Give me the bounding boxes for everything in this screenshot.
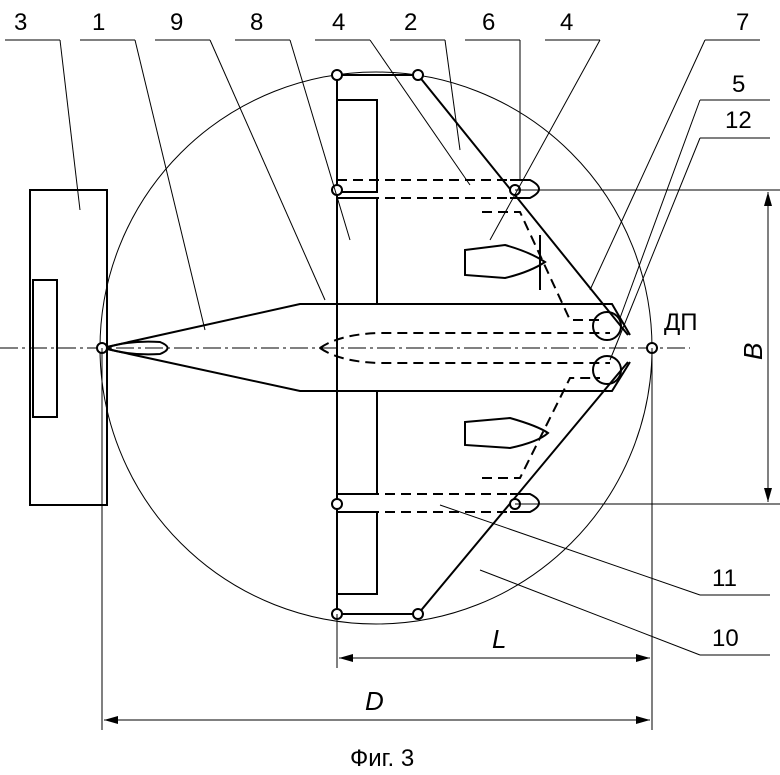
leader-lines <box>5 39 770 656</box>
wing <box>336 74 629 615</box>
label-8: 8 <box>250 9 263 36</box>
label-4: 4 <box>332 9 345 36</box>
part-3-inner <box>32 279 58 418</box>
dim-B-label: B <box>738 343 768 360</box>
wing-panel-8 <box>336 197 378 305</box>
dimension-lines <box>101 189 780 730</box>
rotor-12-upper <box>592 311 622 341</box>
nose-fairing <box>101 340 169 356</box>
wing-panel-upper <box>336 99 378 193</box>
dim-L-label: L <box>492 624 506 654</box>
label-4b: 4 <box>560 9 573 36</box>
rotor-12-lower <box>592 355 622 385</box>
inner-body <box>319 332 610 364</box>
label-9: 9 <box>170 9 183 36</box>
engine-upper <box>464 235 547 290</box>
label-5: 5 <box>732 71 745 98</box>
label-7: 7 <box>736 9 749 36</box>
figure-caption: Фиг. 3 <box>350 745 414 772</box>
label-dp: ДП <box>664 309 698 336</box>
label-2: 2 <box>404 9 417 36</box>
boom-tip-lower <box>510 493 540 513</box>
dashed-struts <box>482 211 600 479</box>
fuselage <box>101 303 631 392</box>
label-3: 3 <box>14 9 27 36</box>
label-12: 12 <box>725 107 752 134</box>
engine-lower <box>464 416 550 450</box>
dim-D-label: D <box>365 686 384 716</box>
label-6: 6 <box>482 9 495 36</box>
wing-panel-bottom <box>336 511 378 595</box>
wing-panel-lower <box>336 390 378 495</box>
label-1: 1 <box>92 9 105 36</box>
label-11: 11 <box>712 565 737 592</box>
boom-tip-upper <box>510 179 540 199</box>
label-10: 10 <box>712 625 739 652</box>
